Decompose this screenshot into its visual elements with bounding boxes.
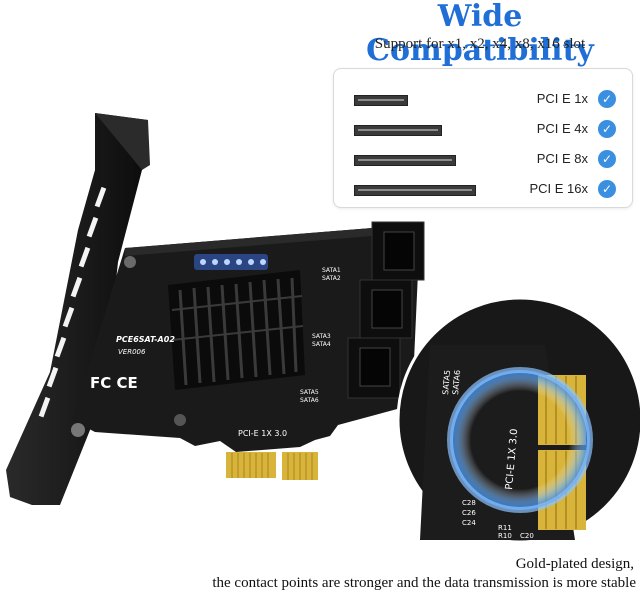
slot-label-1x: PCI E 1x <box>536 91 588 106</box>
check-circle-icon: ✓ <box>598 180 616 198</box>
slot-row-4x: PCI E 4x ✓ <box>334 117 632 147</box>
sata-label: SATA3 <box>312 333 331 340</box>
status-leds <box>194 254 268 270</box>
sata-label: SATA1 <box>322 267 341 274</box>
board-interface-text: PCI-E 1X 3.0 <box>238 429 287 438</box>
sata-label: SATA4 <box>312 341 331 348</box>
screw-icon <box>124 256 136 268</box>
screw-icon <box>71 423 85 437</box>
slot-bar-1x <box>354 95 408 106</box>
slot-bar-16x <box>354 185 476 196</box>
slot-bar-4x <box>354 125 442 136</box>
slot-compatibility-panel: PCI E 1x ✓ PCI E 4x ✓ PCI E 8x ✓ PCI E 1… <box>333 68 633 208</box>
zoom-component-label: R10 <box>498 532 512 540</box>
zoom-component-label: C28 <box>462 499 476 507</box>
sata-label: SATA5 <box>300 389 319 396</box>
zoom-detail: PCI-E 1X 3.0 SATA5 SATA6 C28 C26 C24 R11… <box>396 296 640 544</box>
check-circle-icon: ✓ <box>598 150 616 168</box>
board-labels: PCE6SAT-A02 VER006 FC CE PCI-E 1X 3.0 SA… <box>90 267 341 438</box>
mounting-bracket <box>6 113 150 505</box>
gold-fingers <box>226 452 318 480</box>
sata-label: SATA2 <box>322 275 341 282</box>
page-subtitle: Support for x1, x2, x4, x8, x16 slot <box>374 36 586 52</box>
zoom-component-label: C26 <box>462 509 476 517</box>
sata-label: SATA6 <box>300 397 319 404</box>
zoom-component-label: C24 <box>462 519 476 527</box>
page-title: Wide Compatibility <box>366 0 594 68</box>
board-version-text: VER006 <box>118 348 146 356</box>
slot-row-16x: PCI E 16x ✓ <box>334 177 632 207</box>
check-circle-icon: ✓ <box>598 120 616 138</box>
zoom-sata-label: SATA5 <box>441 370 452 396</box>
zoom-interface-text: PCI-E 1X 3.0 <box>504 428 520 490</box>
board-cert-text: FC CE <box>90 374 138 392</box>
caption-gold-plated: Gold-plated design, <box>515 556 634 572</box>
board-model-text: PCE6SAT-A02 <box>116 335 175 344</box>
slot-bar-8x <box>354 155 456 166</box>
heatsink <box>168 270 305 390</box>
slot-label-8x: PCI E 8x <box>536 151 588 166</box>
slot-label-4x: PCI E 4x <box>536 121 588 136</box>
sata-ports <box>347 221 425 399</box>
zoom-component-label: R11 <box>498 524 512 532</box>
check-circle-icon: ✓ <box>598 90 616 108</box>
zoom-component-label: C20 <box>520 532 534 540</box>
slot-row-1x: PCI E 1x ✓ <box>334 87 632 117</box>
slot-row-8x: PCI E 8x ✓ <box>334 147 632 177</box>
caption-stability: the contact points are stronger and the … <box>212 575 636 591</box>
zoom-sata-label: SATA6 <box>451 370 462 396</box>
slot-label-16x: PCI E 16x <box>529 181 588 196</box>
